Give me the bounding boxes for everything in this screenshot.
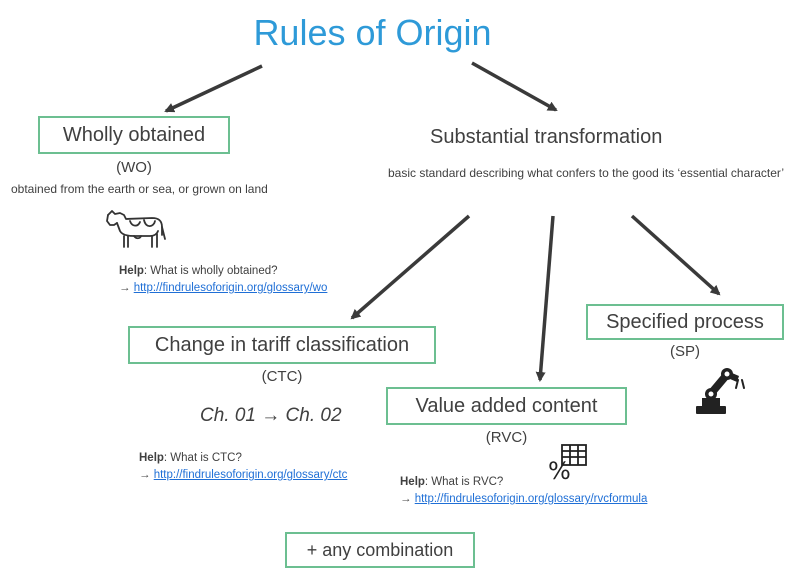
ctc-help-label: Help (139, 452, 164, 464)
rvc-box: Value added content (386, 387, 627, 425)
sp-abbreviation: (SP) (670, 343, 700, 360)
rvc-link-arrow-icon: → (400, 493, 412, 505)
ctc-example-from: Ch. 01 (200, 405, 256, 426)
substantial-transformation-heading: Substantial transformation (430, 126, 663, 148)
specified-process-box: Specified process (586, 304, 784, 340)
rvc-help-question: : What is RVC? (424, 476, 504, 488)
ctc-box: Change in tariff classification (128, 326, 436, 364)
ctc-example-arrow-icon: → (261, 405, 281, 426)
wholly-obtained-label: Wholly obtained (62, 123, 206, 146)
cow-icon (104, 205, 168, 256)
wo-description: obtained from the earth or sea, or grown… (11, 182, 268, 196)
ctc-help: Help: What is CTC? → http://findrulesofo… (139, 450, 347, 484)
page-title: Rules of Origin (253, 12, 492, 53)
wo-glossary-link[interactable]: http://findrulesoforigin.org/glossary/wo (133, 282, 328, 294)
any-combination-label: + any combination (306, 539, 454, 560)
ctc-glossary-link[interactable]: http://findrulesoforigin.org/glossary/ct… (153, 469, 348, 481)
ctc-example-to: Ch. 02 (285, 405, 342, 426)
ctc-abbreviation: (CTC) (261, 368, 303, 385)
rvc-help-label: Help (400, 476, 425, 488)
wo-help: Help: What is wholly obtained? → http://… (119, 263, 327, 297)
rvc-label: Value added content (415, 394, 598, 417)
ctc-link-arrow-icon: → (139, 469, 151, 481)
arrow-to-wholly-obtained (164, 64, 263, 113)
percent-table-icon: % (546, 443, 590, 488)
any-combination-box: + any combination (285, 532, 475, 568)
wo-help-question: : What is wholly obtained? (143, 265, 278, 277)
ctc-help-question: : What is CTC? (163, 452, 242, 464)
arrow-to-ctc (350, 214, 471, 320)
robot-arm-icon (694, 366, 750, 421)
arrow-to-substantial-transformation (471, 61, 558, 112)
ctc-label: Change in tariff classification (154, 333, 410, 356)
ctc-example: Ch. 01 → Ch. 02 (200, 405, 342, 427)
rvc-help: Help: What is RVC? → http://findrulesofo… (400, 474, 647, 508)
arrow-to-rvc (535, 215, 555, 382)
arrow-to-sp (630, 214, 721, 296)
rvc-abbreviation: (RVC) (485, 429, 528, 446)
wo-help-label: Help (119, 265, 144, 277)
st-description: basic standard describing what confers t… (388, 166, 784, 180)
wo-link-arrow-icon: → (119, 282, 131, 294)
rvc-glossary-link[interactable]: http://findrulesoforigin.org/glossary/rv… (414, 493, 648, 505)
svg-text:%: % (548, 457, 571, 483)
specified-process-label: Specified process (606, 310, 764, 333)
wholly-obtained-box: Wholly obtained (38, 116, 230, 154)
wo-abbreviation: (WO) (116, 159, 152, 176)
